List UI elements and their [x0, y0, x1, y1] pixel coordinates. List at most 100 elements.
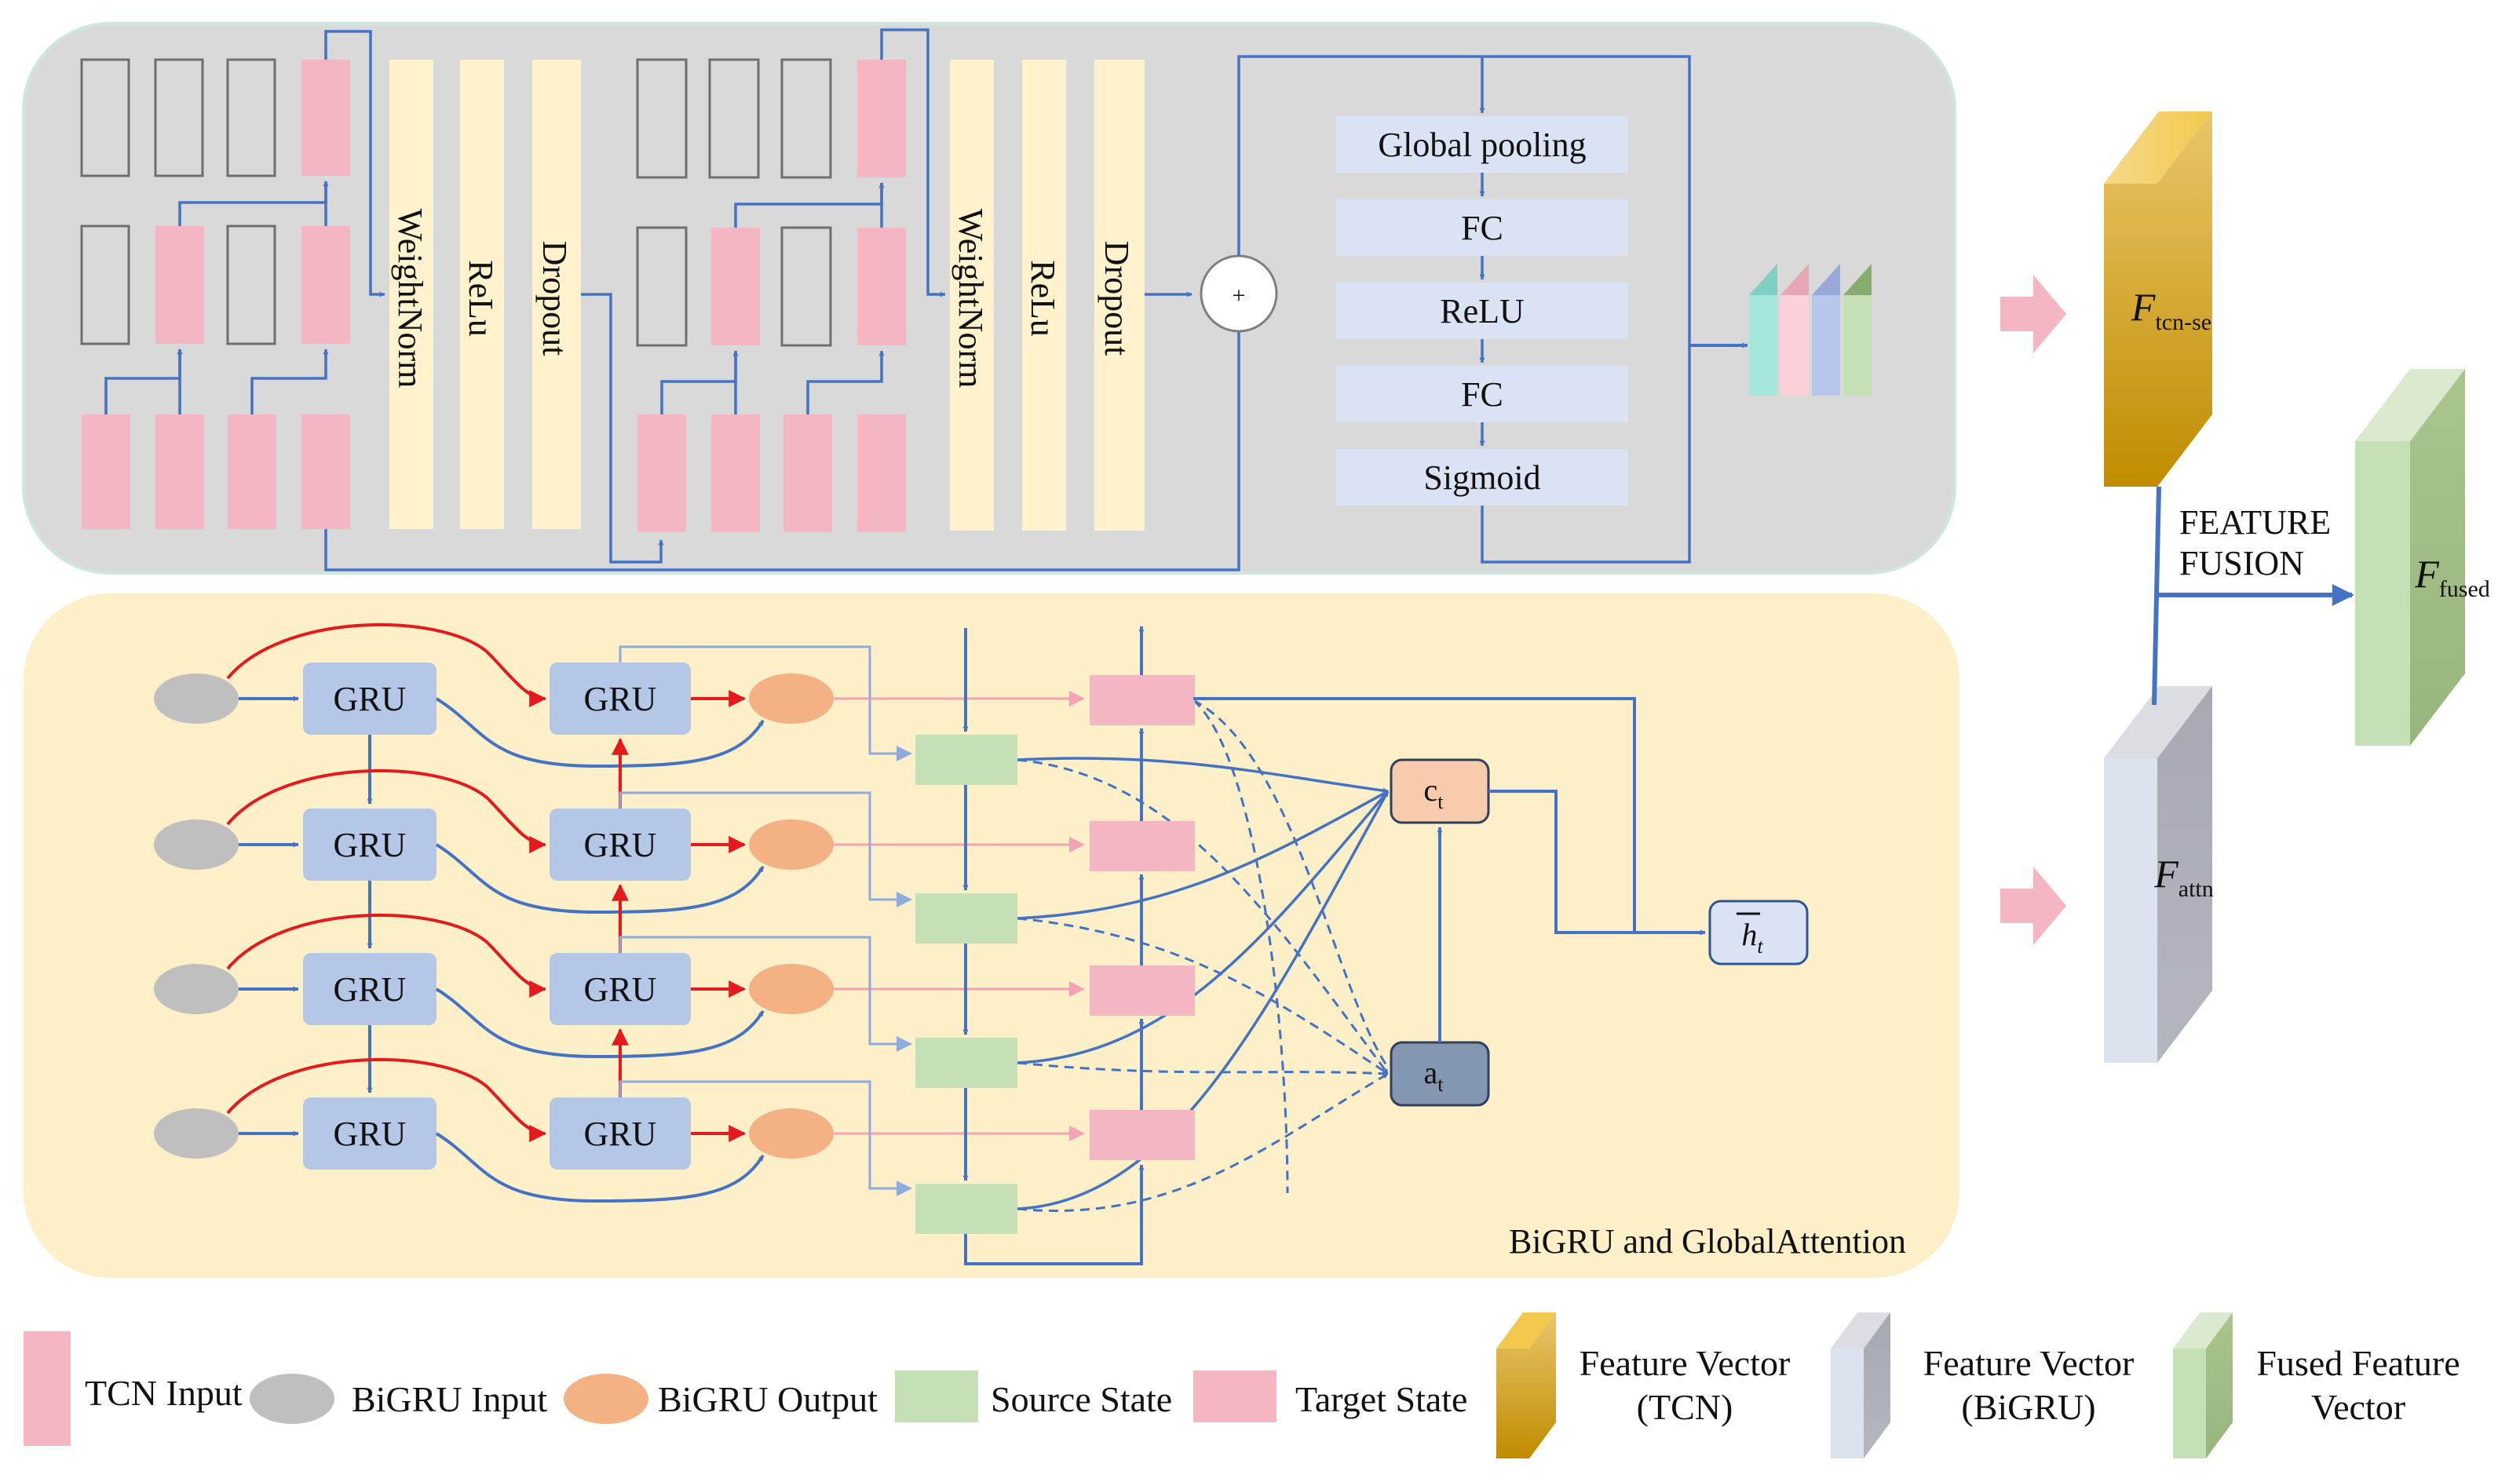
bigru-output-node [749, 964, 834, 1014]
relu-layer [460, 60, 504, 529]
bigru-input-node [154, 964, 239, 1014]
sigmoid-label: Sigmoid [1423, 458, 1540, 497]
legend-source-state-swatch [895, 1371, 978, 1422]
target-state [1090, 965, 1195, 1016]
gru-forward-label: GRU [334, 970, 407, 1009]
fusion-label-line1: FEATURE [2179, 503, 2331, 542]
fusion-label-line2: FUSION [2179, 544, 2304, 582]
weightnorm-label: WeightNorm [391, 209, 429, 389]
relu-label: ReLu [462, 260, 500, 337]
legend-target-state: Target State [1295, 1379, 1467, 1419]
tcn-empty-cell [226, 224, 276, 345]
legend-fused-line2: Vector [2311, 1387, 2405, 1427]
legend-tcn-input: TCN Input [85, 1373, 243, 1413]
tcn-empty-cell [80, 58, 130, 177]
tcn-input-cell [301, 60, 350, 176]
gru-forward-label: GRU [334, 826, 407, 864]
tcn-feature-vector: Ftcn-se [2104, 111, 2212, 487]
tcn-input-cell [857, 228, 906, 345]
bigru-output-node [749, 819, 834, 870]
tcn-feature-label: Ftcn-se [2131, 285, 2211, 335]
legend-fv-bigru-line2: (BiGRU) [1961, 1387, 2095, 1427]
gru-backward-label: GRU [584, 680, 657, 718]
gru-forward-label: GRU [334, 680, 407, 718]
tcn-block-1: WeightNorm ReLu Dropout [80, 30, 664, 564]
tcn-input-cell [82, 414, 130, 529]
tcn-empty-cell [708, 58, 760, 179]
fc-label-2: FC [1461, 375, 1503, 414]
dropout-layer [532, 60, 581, 529]
tcn-input-cell [228, 414, 276, 529]
residual-connection [324, 315, 1242, 571]
output-label: ht [1741, 917, 1763, 958]
global-pooling-label: Global pooling [1378, 126, 1586, 164]
legend-tcn-input-swatch [24, 1331, 71, 1446]
bigru-output-node [749, 673, 834, 724]
context-label: ct [1424, 772, 1444, 813]
weightnorm-label: WeightNorm [951, 209, 990, 389]
fc-label-1: FC [1461, 209, 1503, 247]
attention-label: at [1424, 1055, 1444, 1096]
bigru-input-node [154, 819, 239, 870]
gru-backward-cell [550, 1097, 691, 1170]
gru-backward-label: GRU [584, 970, 657, 1009]
attentional-hidden-state [1708, 900, 1809, 965]
tcn-empty-cell [80, 224, 130, 345]
fc-box-1 [1336, 199, 1628, 256]
tcn-input-cell [857, 414, 906, 532]
weightnorm-layer [950, 60, 994, 531]
source-state [915, 893, 1017, 944]
legend-fv-tcn-line2: (TCN) [1637, 1387, 1733, 1427]
attn-feature-label: Fattn [2153, 852, 2214, 902]
bigru-input-node [154, 1108, 239, 1159]
gru-forward-cell [303, 953, 436, 1025]
legend-fv-bigru-icon [1831, 1312, 1890, 1458]
legend-bigru-input-swatch [250, 1374, 334, 1424]
fc-box-2 [1336, 366, 1628, 422]
add-symbol: + [1233, 283, 1246, 308]
bigru-row: GRU GRU [154, 883, 1085, 1093]
tcn-empty-cell [636, 226, 688, 347]
relu-label: ReLU [1440, 292, 1525, 330]
gru-backward-cell [550, 953, 691, 1025]
bigru-panel-title: BiGRU and GlobalAttention [1509, 1222, 1906, 1261]
tcn-empty-cell [636, 58, 688, 179]
legend-fv-bigru-line1: Feature Vector [1923, 1343, 2135, 1383]
legend-source-state: Source State [991, 1379, 1172, 1419]
legend-fv-tcn-line1: Feature Vector [1580, 1343, 1791, 1383]
legend-bigru-output: BiGRU Output [658, 1379, 878, 1419]
tcn-empty-cell [226, 58, 276, 177]
gru-backward-label: GRU [584, 1115, 657, 1153]
relu-label: ReLu [1024, 260, 1062, 337]
bigru-input-node [154, 673, 239, 724]
tcn-input-cell [711, 414, 760, 532]
dropout-layer [1094, 60, 1145, 531]
dropout-label: Dropout [535, 241, 574, 356]
target-state [1090, 1110, 1195, 1160]
weightnorm-layer [389, 60, 433, 529]
attention-outputs: ct at ht [1193, 697, 1809, 1107]
global-pooling-box [1336, 116, 1628, 173]
gru-forward-cell [303, 809, 436, 881]
tcn-empty-cell [780, 226, 832, 347]
attn-to-feature-arrow [2000, 867, 2066, 945]
gru-forward-label: GRU [334, 1115, 407, 1153]
tcn-input-cell [301, 226, 350, 344]
tcn-input-cell [711, 228, 760, 345]
dropout-label: Dropout [1097, 241, 1136, 356]
gru-forward-cell [303, 663, 436, 735]
tcn-input-cell [301, 414, 350, 529]
target-state [1090, 821, 1195, 871]
bigru-row: GRU GRU [154, 1028, 1085, 1203]
attn-feature-vector: Fattn [2104, 686, 2214, 1063]
tcn-input-cell [783, 414, 832, 532]
legend-bigru-output-swatch [564, 1374, 648, 1424]
gru-backward-cell [550, 663, 691, 735]
se-feature-maps [1749, 264, 1872, 396]
fused-feature-vector: Ffused [2355, 369, 2490, 746]
gru-backward-cell [550, 809, 691, 881]
target-state [1090, 675, 1195, 725]
